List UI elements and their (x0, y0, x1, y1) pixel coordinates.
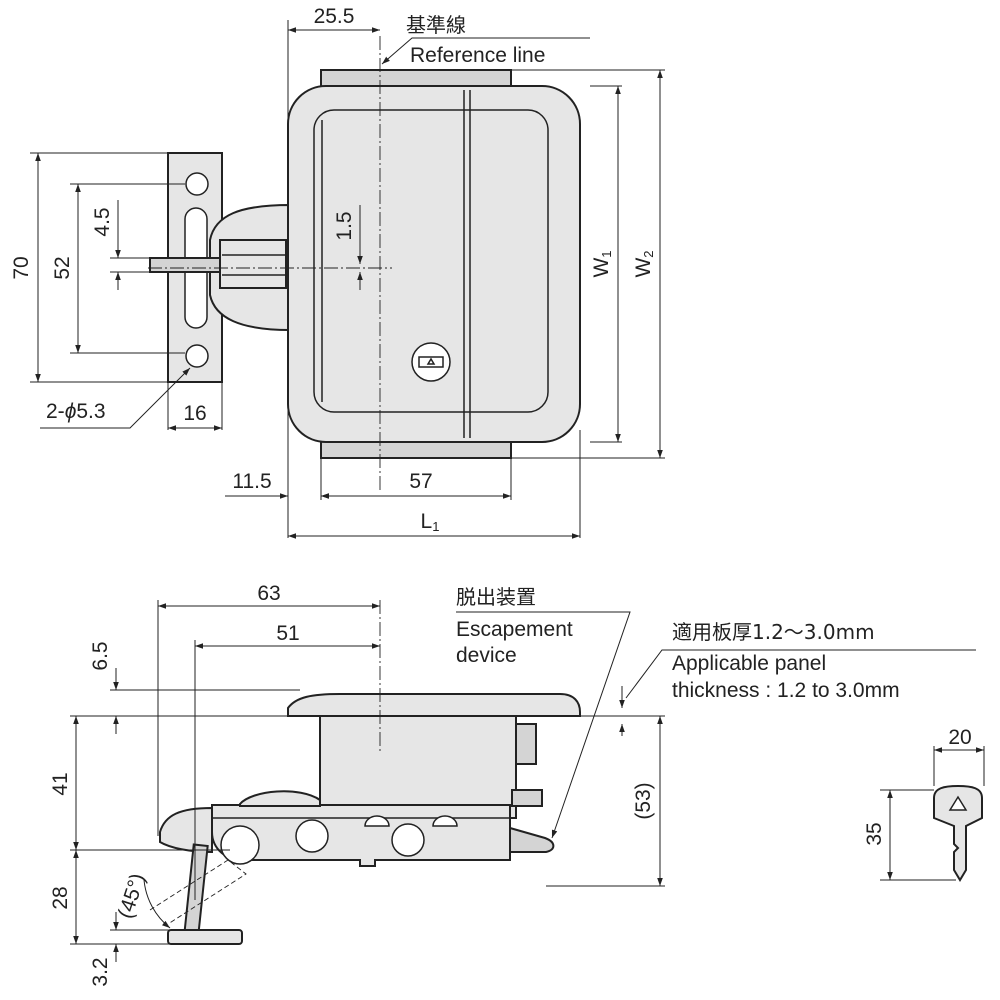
escapement-label-en-2: device (456, 644, 517, 667)
handle-top-plate (287, 693, 581, 717)
key-icon (933, 784, 983, 882)
panel-thickness-label-en-1: Applicable panel (672, 652, 826, 675)
dim-label-41: 41 (49, 772, 72, 795)
dim-label-52: 52 (51, 256, 74, 279)
dim-label-35: 35 (863, 822, 886, 845)
escapement-label-jp: 脱出装置 (456, 585, 536, 609)
dim-label-20: 20 (948, 726, 971, 749)
dim-label-51: 51 (276, 622, 299, 645)
dim-label-3-2: 3.2 (89, 957, 112, 986)
panel-thickness-leader (625, 649, 976, 699)
escapement-label-en-1: Escapement (456, 618, 573, 641)
dim-label-1-5: 1.5 (333, 211, 356, 240)
hole-leader (40, 367, 191, 429)
hasp-foot (167, 929, 243, 945)
hole-callout-value: 5.3 (76, 400, 105, 423)
top-view: 25.5 基準線 Reference line 70 52 4.5 1.5 2-… (10, 5, 665, 539)
dim-label-6-5: 6.5 (89, 641, 112, 670)
dim-label-63: 63 (257, 582, 280, 605)
dim-label-70: 70 (10, 256, 33, 279)
reference-line-label-jp: 基準線 (406, 13, 466, 37)
hole-callout-prefix: 2- (46, 400, 65, 423)
dim-label-25-5: 25.5 (314, 5, 355, 28)
panel-thickness-label-en-2: thickness : 1.2 to 3.0mm (672, 679, 900, 702)
reference-line-leader (381, 37, 590, 65)
dim-label-53: (53) (632, 782, 655, 819)
hole-callout-label: 2-ϕ5.3 (46, 400, 106, 423)
dim-label-16: 16 (183, 402, 206, 425)
dim-label-W1: W1 (590, 250, 614, 277)
angle-label: (45°) (114, 871, 150, 922)
hasp-pin (183, 843, 209, 937)
keyhole-icon (411, 342, 451, 382)
dim-label-W2: W2 (632, 250, 656, 277)
dim-label-L1: L1 (421, 510, 440, 534)
angle-arc (143, 879, 171, 929)
hasp-mounting-plate (149, 152, 291, 383)
key-view: 20 35 (863, 726, 985, 882)
hole-callout-phi: ϕ (65, 400, 77, 423)
panel-thickness-label-jp: 適用板厚1.2～3.0mm (672, 620, 875, 644)
dim-label-11-5: 11.5 (232, 470, 271, 493)
housing-block (319, 715, 517, 819)
reference-line-label-en: Reference line (410, 44, 545, 67)
escapement-leader (456, 611, 631, 839)
handle-body (287, 85, 581, 443)
side-view: 63 51 6.5 41 28 3.2 (53) (45°) 脱出装置 Esca… (49, 582, 976, 987)
dim-label-57: 57 (409, 470, 432, 493)
dim-label-4-5: 4.5 (91, 207, 114, 236)
dim-label-28: 28 (49, 886, 72, 909)
